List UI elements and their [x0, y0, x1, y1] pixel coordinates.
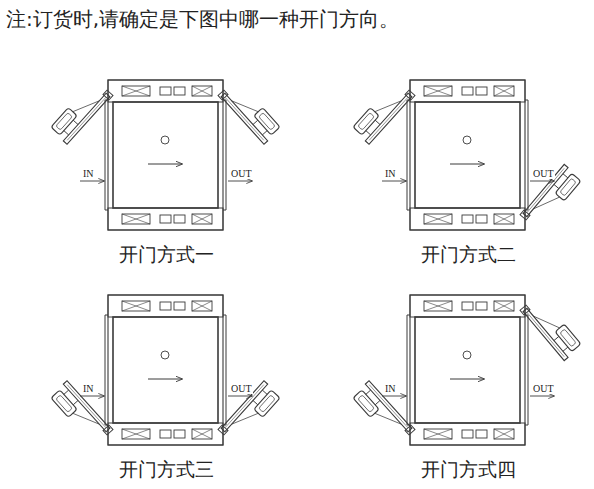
- door-leaf: [218, 79, 281, 146]
- option-caption: 开门方式二: [381, 242, 556, 268]
- door-leaf: [520, 163, 582, 230]
- outlet-label: OUT: [230, 168, 253, 179]
- inlet-label: IN: [384, 168, 397, 179]
- option-caption: 开门方式三: [79, 457, 254, 483]
- inlet-label: IN: [384, 383, 397, 394]
- outlet-label: OUT: [532, 168, 555, 179]
- inlet-label: IN: [82, 168, 95, 179]
- outlet-label: OUT: [230, 383, 253, 394]
- door-leaf: [218, 380, 281, 447]
- option-caption: 开门方式一: [79, 242, 254, 268]
- note-title: 注:订货时,请确定是下图中哪一种开门方向。: [6, 6, 399, 33]
- chamber-plan: [50, 79, 282, 230]
- door-leaf: [352, 380, 415, 447]
- chamber-plan: [352, 79, 583, 231]
- door-leaf: [520, 294, 582, 361]
- inlet-label: IN: [82, 383, 95, 394]
- chamber-plan: [50, 295, 282, 446]
- option-caption: 开门方式四: [381, 457, 556, 483]
- outlet-label: OUT: [532, 383, 555, 394]
- chamber-plan: [352, 294, 583, 446]
- door-leaf: [50, 380, 113, 447]
- door-leaf: [352, 79, 415, 146]
- door-leaf: [50, 79, 113, 146]
